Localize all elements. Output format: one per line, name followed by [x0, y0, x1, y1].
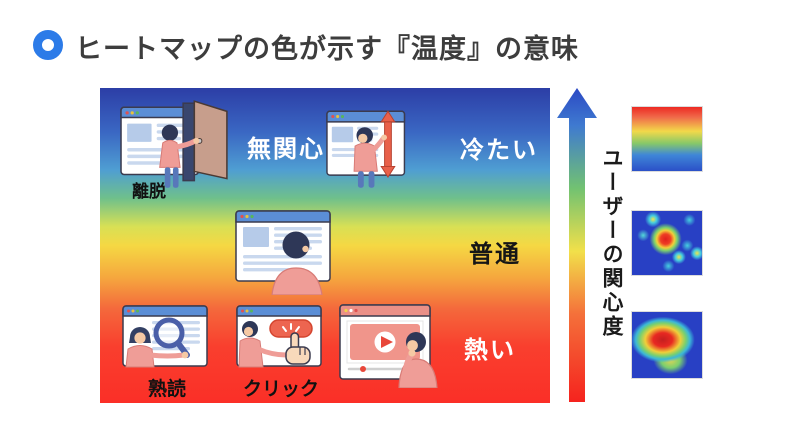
behavior-label-exit: 離脱 [132, 182, 166, 201]
scroll-heatmap-legend-thumbnail [631, 106, 703, 172]
interest-axis-label: ユーザーの関心度 [600, 147, 623, 339]
behavior-label-deep-read: 熟読 [148, 379, 187, 400]
zone-label-hot: 熱い [464, 337, 516, 364]
page-title: ヒートマップの色が示す『温度』の意味 [75, 34, 579, 64]
zone-label-normal: 普通 [469, 241, 521, 268]
interest-axis-arrow [556, 88, 598, 407]
scrolling-past-illustration [326, 103, 418, 195]
exit-door-illustration [120, 100, 232, 194]
deep-read-magnifier-illustration [122, 305, 212, 377]
click-button-illustration [236, 305, 326, 377]
temperature-gradient-panel: 無関心 冷たい 普通 熱い 離脱 熟読 クリック [100, 88, 550, 403]
zone-label-cold: 冷たい [460, 137, 538, 164]
attention-heatmap-thumbnail [631, 311, 703, 379]
behavior-label-click: クリック [243, 379, 320, 400]
watching-video-illustration [339, 302, 439, 388]
reading-page-illustration [235, 210, 335, 295]
ring-bullet-icon [33, 30, 63, 60]
click-heatmap-thumbnail [631, 210, 703, 276]
zone-label-indifferent: 無関心 [247, 136, 325, 163]
